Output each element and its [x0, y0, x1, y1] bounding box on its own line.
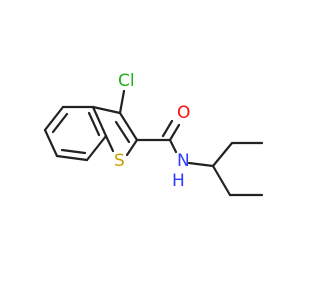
bond-c4-c5 [43, 105, 65, 132]
bond-c3-c2 [118, 111, 139, 142]
bond-c3a-c3 [91, 105, 122, 115]
amide-hydrogen-label: H [172, 171, 185, 191]
bond-ch-ch2a [211, 141, 234, 168]
bond-c7a-c3a-inner [87, 111, 101, 137]
bond-c7a-c3a [91, 105, 108, 138]
sulfur-atom-label: S [114, 151, 125, 171]
structure-diagram: Cl O S N H [43, 71, 264, 197]
bond-c4-c5-inner [51, 112, 69, 134]
atom-label-layer: Cl O S N H [114, 71, 190, 191]
bond-layer [43, 89, 264, 197]
bond-c5-c6 [43, 128, 59, 158]
bond-ch-ch2b [211, 164, 232, 197]
bond-s-c7a [104, 134, 115, 153]
bond-camide-n [168, 138, 178, 154]
bond-n-ch [187, 161, 215, 168]
bond-camide-o [168, 123, 181, 142]
bond-camide-o-double [161, 119, 174, 138]
bond-c6-c7-inner [60, 148, 87, 155]
nitrogen-atom-label: N [177, 151, 190, 171]
bond-c6-c7 [55, 154, 89, 162]
bond-c2-s [125, 138, 139, 157]
bond-c7-c7a [85, 134, 108, 162]
bond-c3-c2-inner [114, 120, 131, 144]
oxygen-atom-label: O [177, 103, 190, 123]
chlorine-atom-label: Cl [118, 71, 135, 91]
bond-c3-cl [118, 89, 126, 115]
